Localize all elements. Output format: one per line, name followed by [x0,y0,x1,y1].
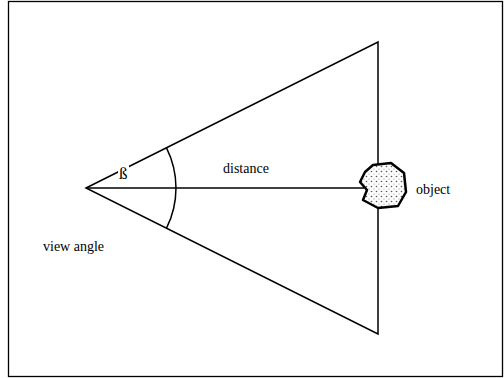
angle-symbol: ß [118,165,129,182]
frame [9,2,503,377]
object-label: object [415,181,451,198]
distance-label: distance [222,160,270,177]
angle-label: view angle [42,238,105,255]
object-blob [360,163,406,208]
view-cone [86,42,378,334]
distance-line [86,187,364,189]
angle-arc [167,148,176,228]
